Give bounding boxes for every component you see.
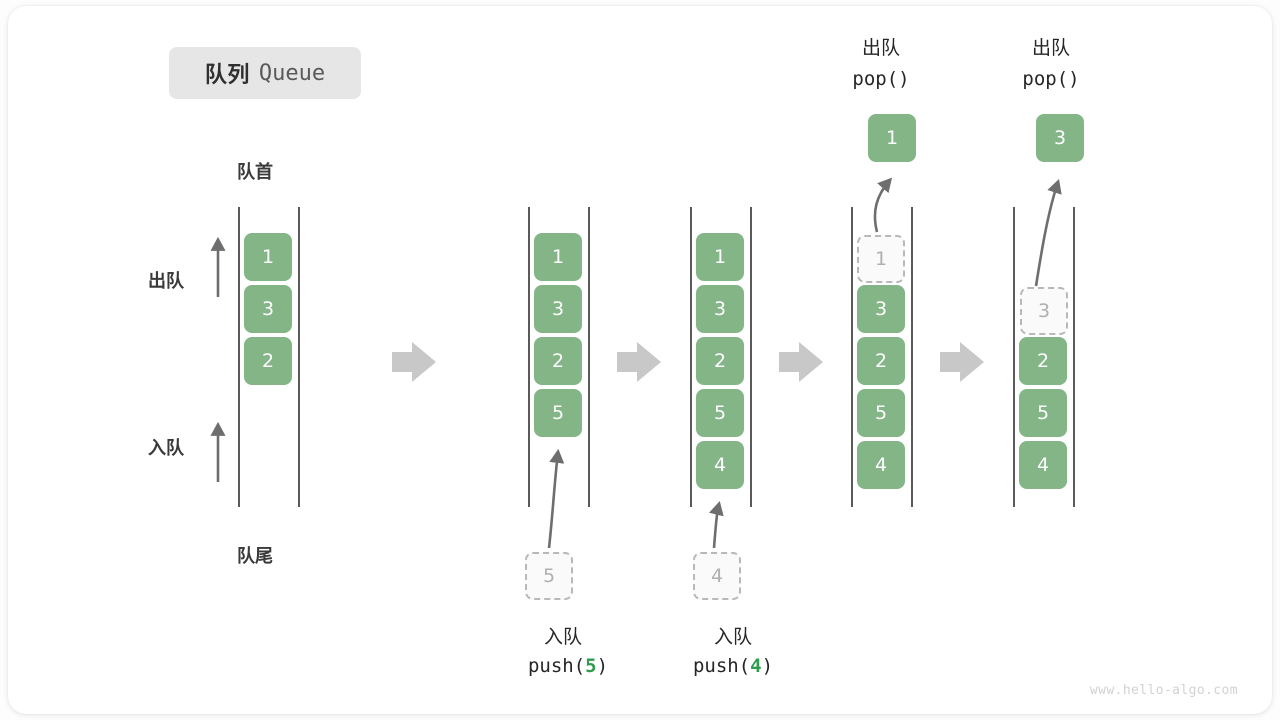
pop-op-label-cn: 出队 xyxy=(861,37,900,59)
queue-item: 2 xyxy=(244,337,292,385)
queue-rail-right-2 xyxy=(588,207,590,507)
queue-item: 3 xyxy=(244,285,292,333)
outgoing-ghost-box: 3 xyxy=(1020,287,1068,335)
queue-item-new: 5 xyxy=(534,389,582,437)
push-code-value: 5 xyxy=(585,655,597,677)
watermark: www.hello-algo.com xyxy=(1089,683,1238,698)
push-op-label-cn: 入队 xyxy=(713,626,752,648)
pop-op-code: pop() xyxy=(852,68,910,90)
outgoing-ghost-box: 1 xyxy=(857,235,905,283)
queue-rail-right-3 xyxy=(750,207,752,507)
queue-item: 2 xyxy=(857,337,905,385)
dequeue-direction-label: 出队 xyxy=(148,271,184,292)
queue-tail-label: 队尾 xyxy=(237,546,273,567)
push-op-code-4: push(4) xyxy=(668,655,798,677)
queue-item: 2 xyxy=(534,337,582,385)
pop-op-label-cn: 出队 xyxy=(1031,37,1070,59)
queue-item: 4 xyxy=(857,441,905,489)
queue-rail-left-4 xyxy=(851,207,853,507)
queue-rail-right-4 xyxy=(911,207,913,507)
queue-rail-right-1 xyxy=(298,207,300,507)
queue-item: 1 xyxy=(244,233,292,281)
enqueue-direction-label: 入队 xyxy=(148,438,184,459)
queue-rail-left-1 xyxy=(238,207,240,507)
diagram-title-badge: 队列 Queue xyxy=(169,47,361,99)
queue-item: 3 xyxy=(534,285,582,333)
queue-item: 5 xyxy=(857,389,905,437)
queue-item: 2 xyxy=(1019,337,1067,385)
push-code-suffix: ) xyxy=(761,655,774,677)
queue-head-label: 队首 xyxy=(237,162,273,183)
popped-item: 1 xyxy=(868,114,916,162)
queue-item: 5 xyxy=(696,389,744,437)
title-label-en: Queue xyxy=(258,60,326,86)
pop-op-code: pop() xyxy=(1022,68,1080,90)
queue-rail-left-2 xyxy=(528,207,530,507)
queue-item: 1 xyxy=(534,233,582,281)
queue-item: 2 xyxy=(696,337,744,385)
queue-item: 1 xyxy=(696,233,744,281)
title-label-cn: 队列 xyxy=(204,63,250,88)
queue-item: 3 xyxy=(696,285,744,333)
queue-item: 4 xyxy=(1019,441,1067,489)
push-code-prefix: push( xyxy=(527,655,586,677)
push-code-value: 4 xyxy=(750,655,762,677)
queue-rail-left-3 xyxy=(690,207,692,507)
incoming-ghost-box: 4 xyxy=(693,552,741,600)
queue-rail-left-5 xyxy=(1013,207,1015,507)
push-op-label-cn: 入队 xyxy=(543,626,582,648)
queue-item: 3 xyxy=(857,285,905,333)
white-card xyxy=(8,6,1272,714)
push-code-suffix: ) xyxy=(596,655,609,677)
push-op-code-5: push(5) xyxy=(508,655,628,677)
queue-rail-right-5 xyxy=(1073,207,1075,507)
queue-item-new: 4 xyxy=(696,441,744,489)
popped-item: 3 xyxy=(1036,114,1084,162)
incoming-ghost-box: 5 xyxy=(525,552,573,600)
queue-item: 5 xyxy=(1019,389,1067,437)
push-code-prefix: push( xyxy=(692,655,751,677)
